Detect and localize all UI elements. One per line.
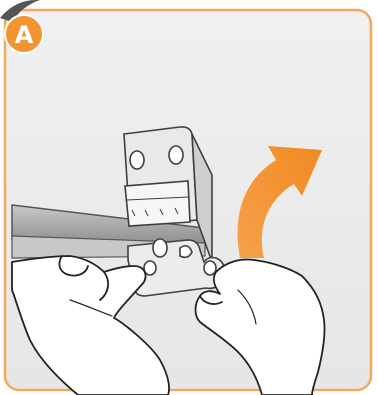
step-badge: A: [5, 15, 43, 53]
step-label: A: [15, 21, 34, 49]
